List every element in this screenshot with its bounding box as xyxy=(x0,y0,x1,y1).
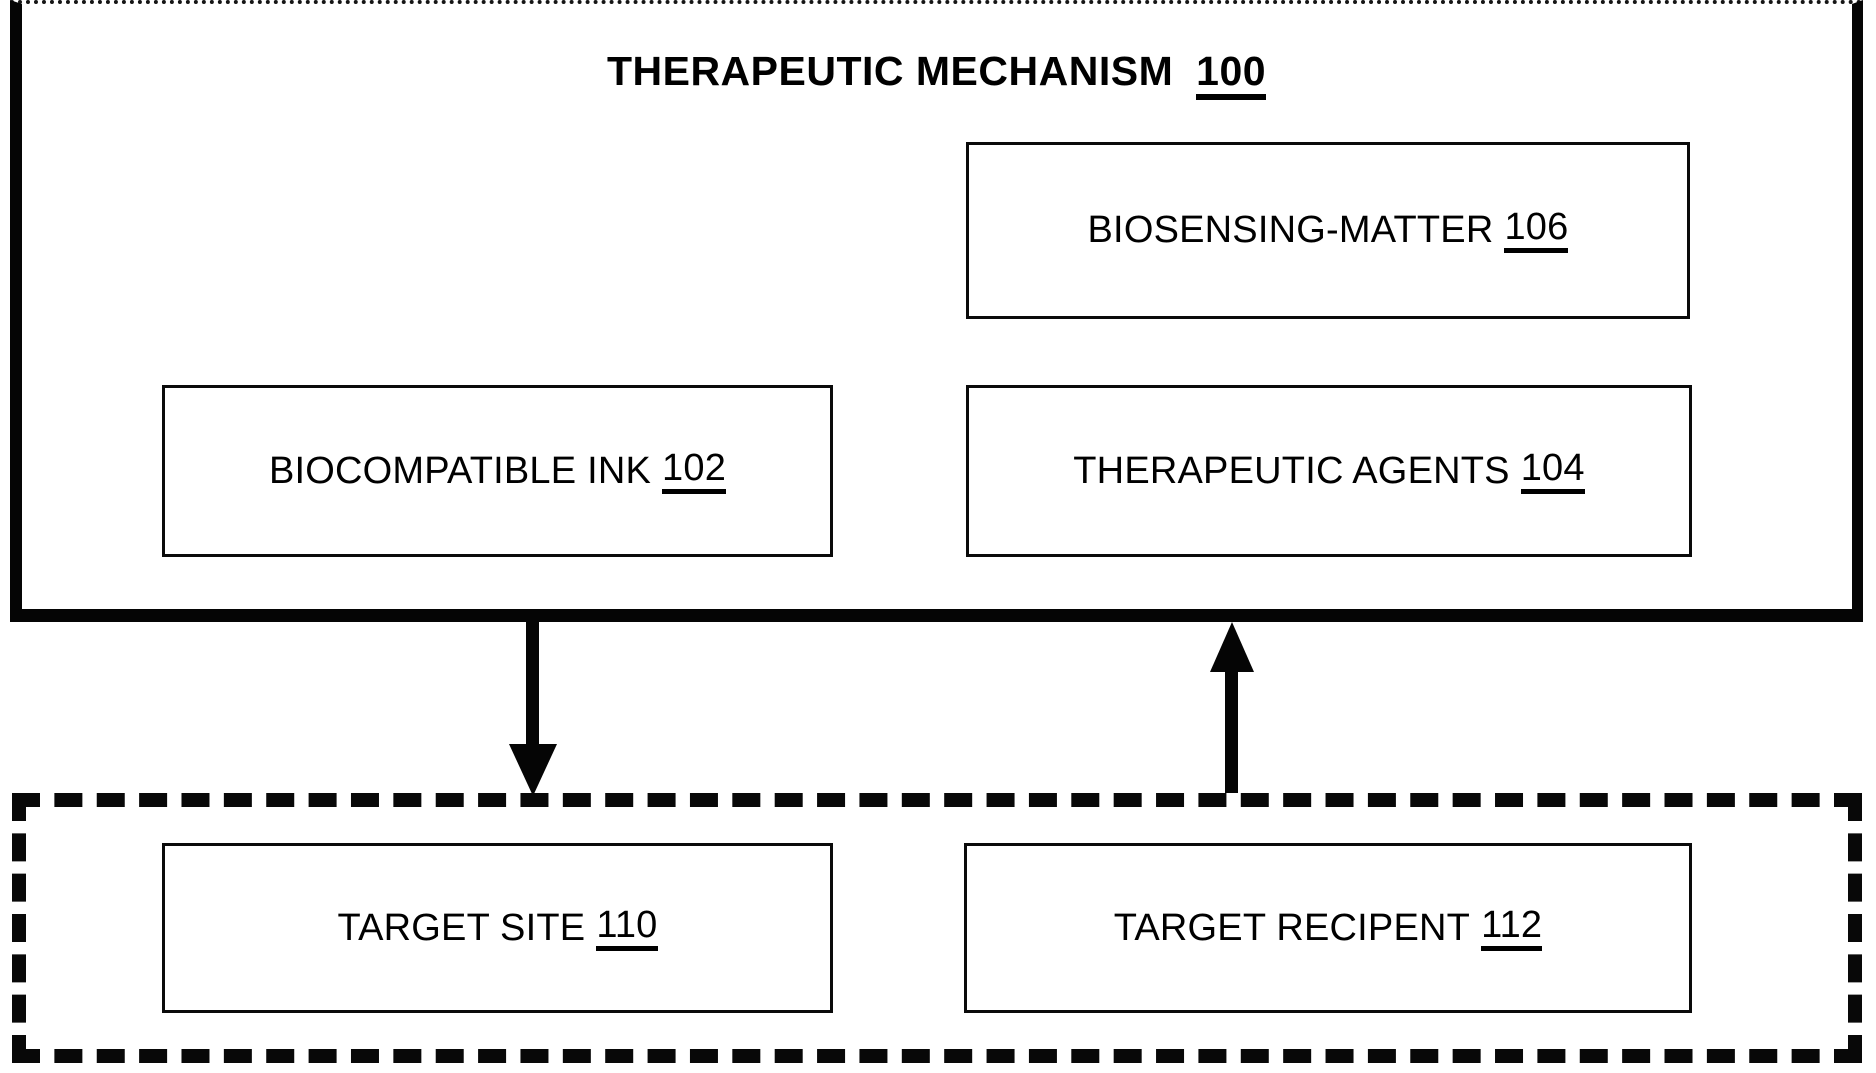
therapeutic-agents-label: THERAPEUTIC AGENTS xyxy=(1073,449,1510,492)
up-arrow-icon xyxy=(1210,622,1254,672)
down-arrow-shaft xyxy=(526,621,539,749)
title-label: THERAPEUTIC MECHANISM xyxy=(606,48,1174,94)
down-arrow-icon xyxy=(509,744,557,796)
page-title: THERAPEUTIC MECHANISM 100 xyxy=(10,48,1863,100)
biocompatible-ink-ref: 102 xyxy=(662,449,727,494)
target-recipient-box: TARGET RECIPENT 112 xyxy=(964,843,1692,1013)
biocompatible-ink-box: BIOCOMPATIBLE INK 102 xyxy=(162,385,833,557)
target-site-label: TARGET SITE xyxy=(337,906,586,949)
target-recipient-ref: 112 xyxy=(1481,906,1543,951)
biosensing-matter-ref: 106 xyxy=(1504,208,1569,253)
biocompatible-ink-label: BIOCOMPATIBLE INK xyxy=(268,449,652,492)
title-ref: 100 xyxy=(1196,51,1267,100)
target-region-dashed-box xyxy=(12,793,1862,1063)
therapeutic-agents-ref: 104 xyxy=(1520,449,1585,494)
target-site-box: TARGET SITE 110 xyxy=(162,843,833,1013)
biosensing-matter-label: BIOSENSING-MATTER xyxy=(1087,209,1494,251)
biosensing-matter-box: BIOSENSING-MATTER 106 xyxy=(966,142,1690,319)
up-arrow-shaft xyxy=(1225,668,1238,793)
target-recipient-label: TARGET RECIPENT xyxy=(1113,906,1471,949)
target-site-ref: 110 xyxy=(596,906,658,951)
therapeutic-agents-box: THERAPEUTIC AGENTS 104 xyxy=(966,385,1692,557)
